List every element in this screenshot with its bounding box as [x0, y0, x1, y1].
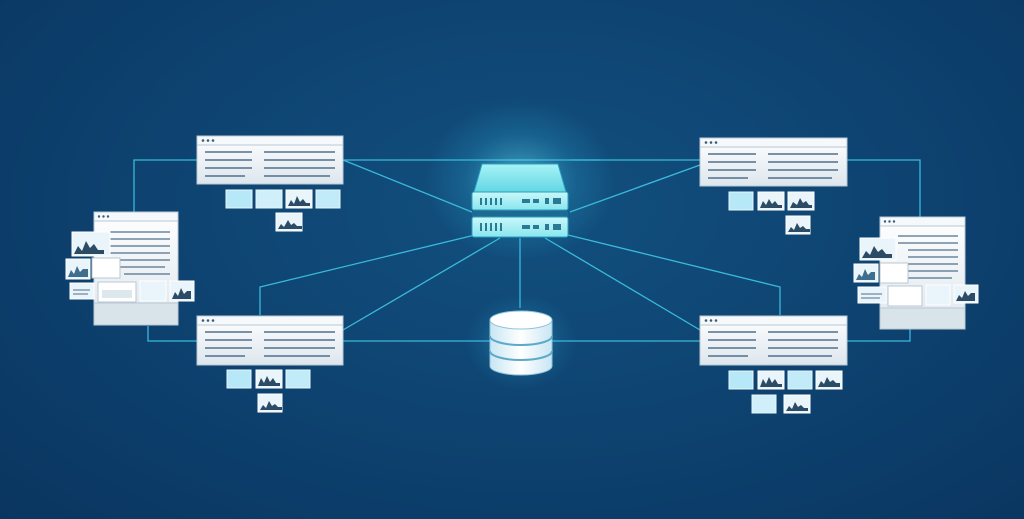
- thumbnail-row: [226, 369, 311, 413]
- image-thumbnail-icon: [879, 262, 909, 284]
- connector-line: [133, 159, 197, 212]
- thumbnail-row: [728, 370, 843, 414]
- text-lines-icon: [708, 153, 838, 179]
- image-thumbnail-icon: [255, 189, 283, 209]
- image-thumbnail-icon: [69, 282, 95, 300]
- browser-window-bottom-right: [699, 315, 848, 414]
- connector-line: [567, 234, 781, 315]
- image-thumbnail-icon: [285, 369, 311, 389]
- connector-line: [847, 159, 921, 219]
- text-lines-icon: [205, 151, 335, 177]
- connector-line: [342, 237, 501, 331]
- connector-line: [544, 237, 701, 331]
- window-dots-icon: [97, 215, 110, 218]
- window-dots-icon: [704, 319, 718, 322]
- image-thumbnail-icon: [225, 189, 253, 209]
- image-thumbnail-icon: [728, 191, 754, 211]
- thumbnail-row: [225, 189, 341, 232]
- image-thumbnail-icon: [226, 369, 252, 389]
- image-thumbnail-icon: [728, 370, 754, 390]
- text-lines-icon: [898, 235, 958, 279]
- connector-line: [259, 234, 476, 315]
- text-lines-icon: [205, 331, 335, 357]
- image-thumbnail-icon: [787, 370, 813, 390]
- thumbnail-row: [728, 191, 815, 235]
- browser-window-top-right: [699, 137, 848, 235]
- image-thumbnail-icon: [857, 286, 887, 304]
- connector-line: [847, 328, 911, 342]
- database-icon: [489, 310, 553, 376]
- window-dots-icon: [201, 139, 215, 142]
- connector-line: [147, 326, 197, 342]
- document-stack-far-right: [853, 216, 979, 330]
- server-icon: [471, 163, 569, 238]
- image-thumbnail-icon: [139, 280, 167, 302]
- image-thumbnail-icon: [887, 285, 923, 307]
- window-dots-icon: [704, 141, 718, 144]
- window-dots-icon: [201, 319, 215, 322]
- window-dots-icon: [883, 220, 896, 223]
- image-thumbnail-icon: [91, 257, 121, 279]
- browser-window-top-left: [196, 135, 344, 232]
- browser-window-bottom-left: [196, 315, 344, 413]
- image-thumbnail-icon: [925, 284, 951, 306]
- document-stack-far-left: [65, 211, 195, 326]
- image-thumbnail-icon: [751, 394, 777, 414]
- image-thumbnail-icon: [315, 189, 341, 209]
- text-lines-icon: [708, 331, 838, 357]
